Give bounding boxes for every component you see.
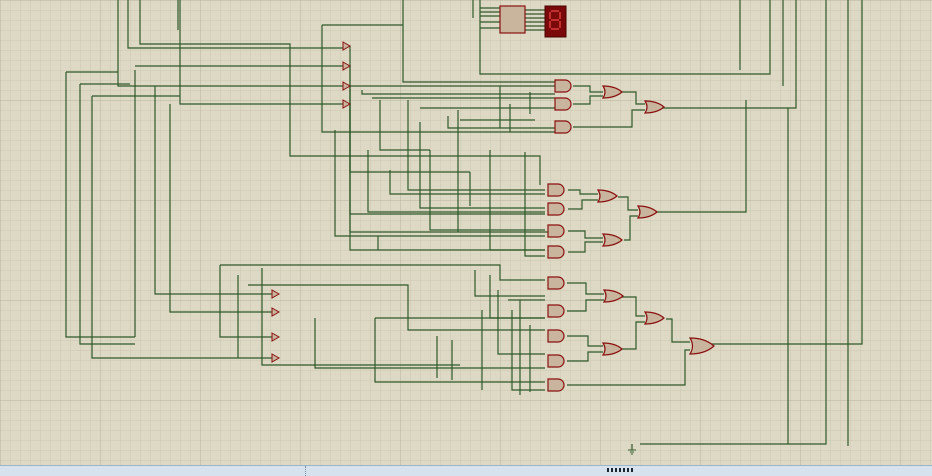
or-gate-icon[interactable] [643,100,665,114]
buffer-icon[interactable] [271,353,281,363]
or-gate-icon[interactable] [643,311,665,325]
or-gate-group [596,85,715,356]
buffer-icon[interactable] [342,41,352,51]
decoder-chip[interactable] [499,5,526,34]
circuit-schematic[interactable] [0,0,932,465]
schematic-canvas[interactable] [0,0,932,465]
ground-icon [628,449,636,455]
or-gate-icon[interactable] [688,337,715,355]
and-gate-icon[interactable] [554,120,572,134]
and-gate-icon[interactable] [547,329,565,343]
or-gate-icon[interactable] [601,85,623,99]
wires [65,0,863,450]
input-buffer-group [271,41,352,363]
bcd-decoder-icon [499,5,526,34]
and-gate-icon[interactable] [547,183,565,197]
and-gate-icon[interactable] [547,202,565,216]
and-gate-icon[interactable] [554,79,572,93]
status-bar [0,465,932,476]
or-gate-icon[interactable] [602,289,624,303]
buffer-icon[interactable] [342,61,352,71]
splitter-handle[interactable] [305,466,309,476]
or-gate-icon[interactable] [596,189,618,203]
buffer-icon[interactable] [342,81,352,91]
and-gate-icon[interactable] [547,354,565,368]
buffer-icon[interactable] [342,99,352,109]
and-gate-icon[interactable] [547,378,565,392]
or-gate-icon[interactable] [601,342,623,356]
and-gate-icon[interactable] [547,224,565,238]
buffer-icon[interactable] [271,332,281,342]
and-gate-icon[interactable] [554,97,572,111]
buffer-icon[interactable] [271,289,281,299]
buffer-icon[interactable] [271,307,281,317]
and-gate-icon[interactable] [547,304,565,318]
or-gate-icon[interactable] [601,233,623,247]
seven-segment-display[interactable] [544,5,567,38]
and-gate-icon[interactable] [547,276,565,290]
ground-symbol[interactable] [628,449,636,455]
or-gate-icon[interactable] [636,205,658,219]
and-gate-group [547,79,572,392]
and-gate-icon[interactable] [547,245,565,259]
grip-icon[interactable] [607,468,635,472]
